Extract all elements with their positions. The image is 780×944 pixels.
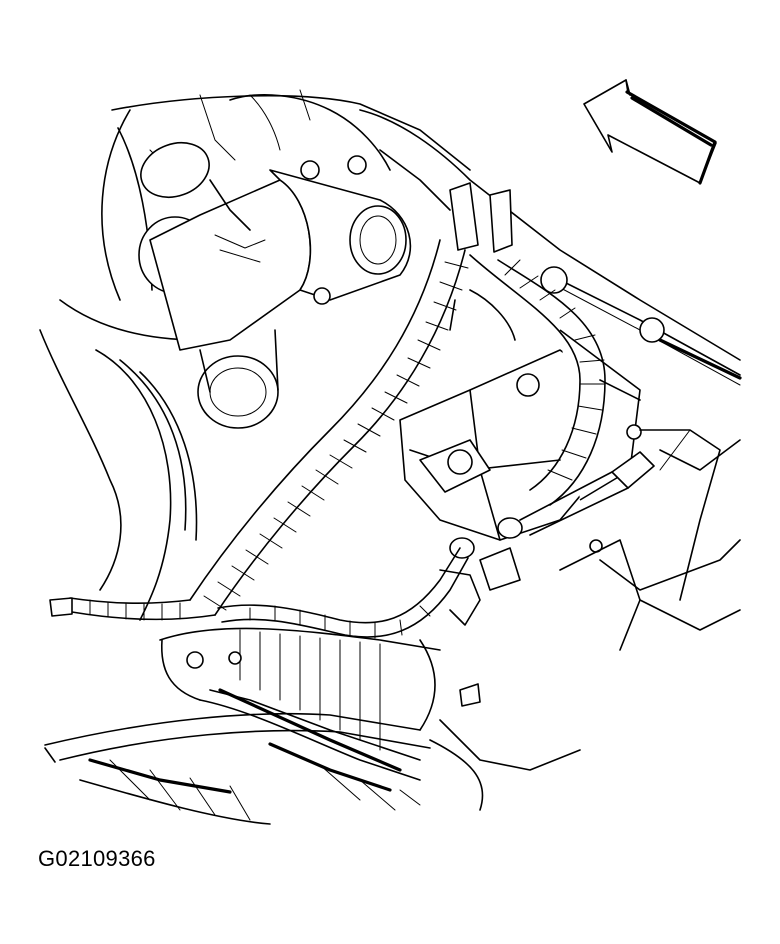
oil-pan [159, 627, 481, 751]
direction-arrow-icon [583, 79, 717, 185]
frame-rail [439, 429, 741, 771]
figure-code-label: G02109366 [38, 846, 156, 871]
ground-bolt [449, 451, 655, 591]
engine-block-outline [39, 89, 741, 621]
front-crossmember [44, 688, 484, 825]
wiring-harness-loom [49, 182, 606, 621]
ground-cable [217, 547, 481, 639]
mounting-bracket [399, 329, 642, 553]
throttle-cable [540, 266, 742, 386]
starter-motor [138, 141, 412, 429]
